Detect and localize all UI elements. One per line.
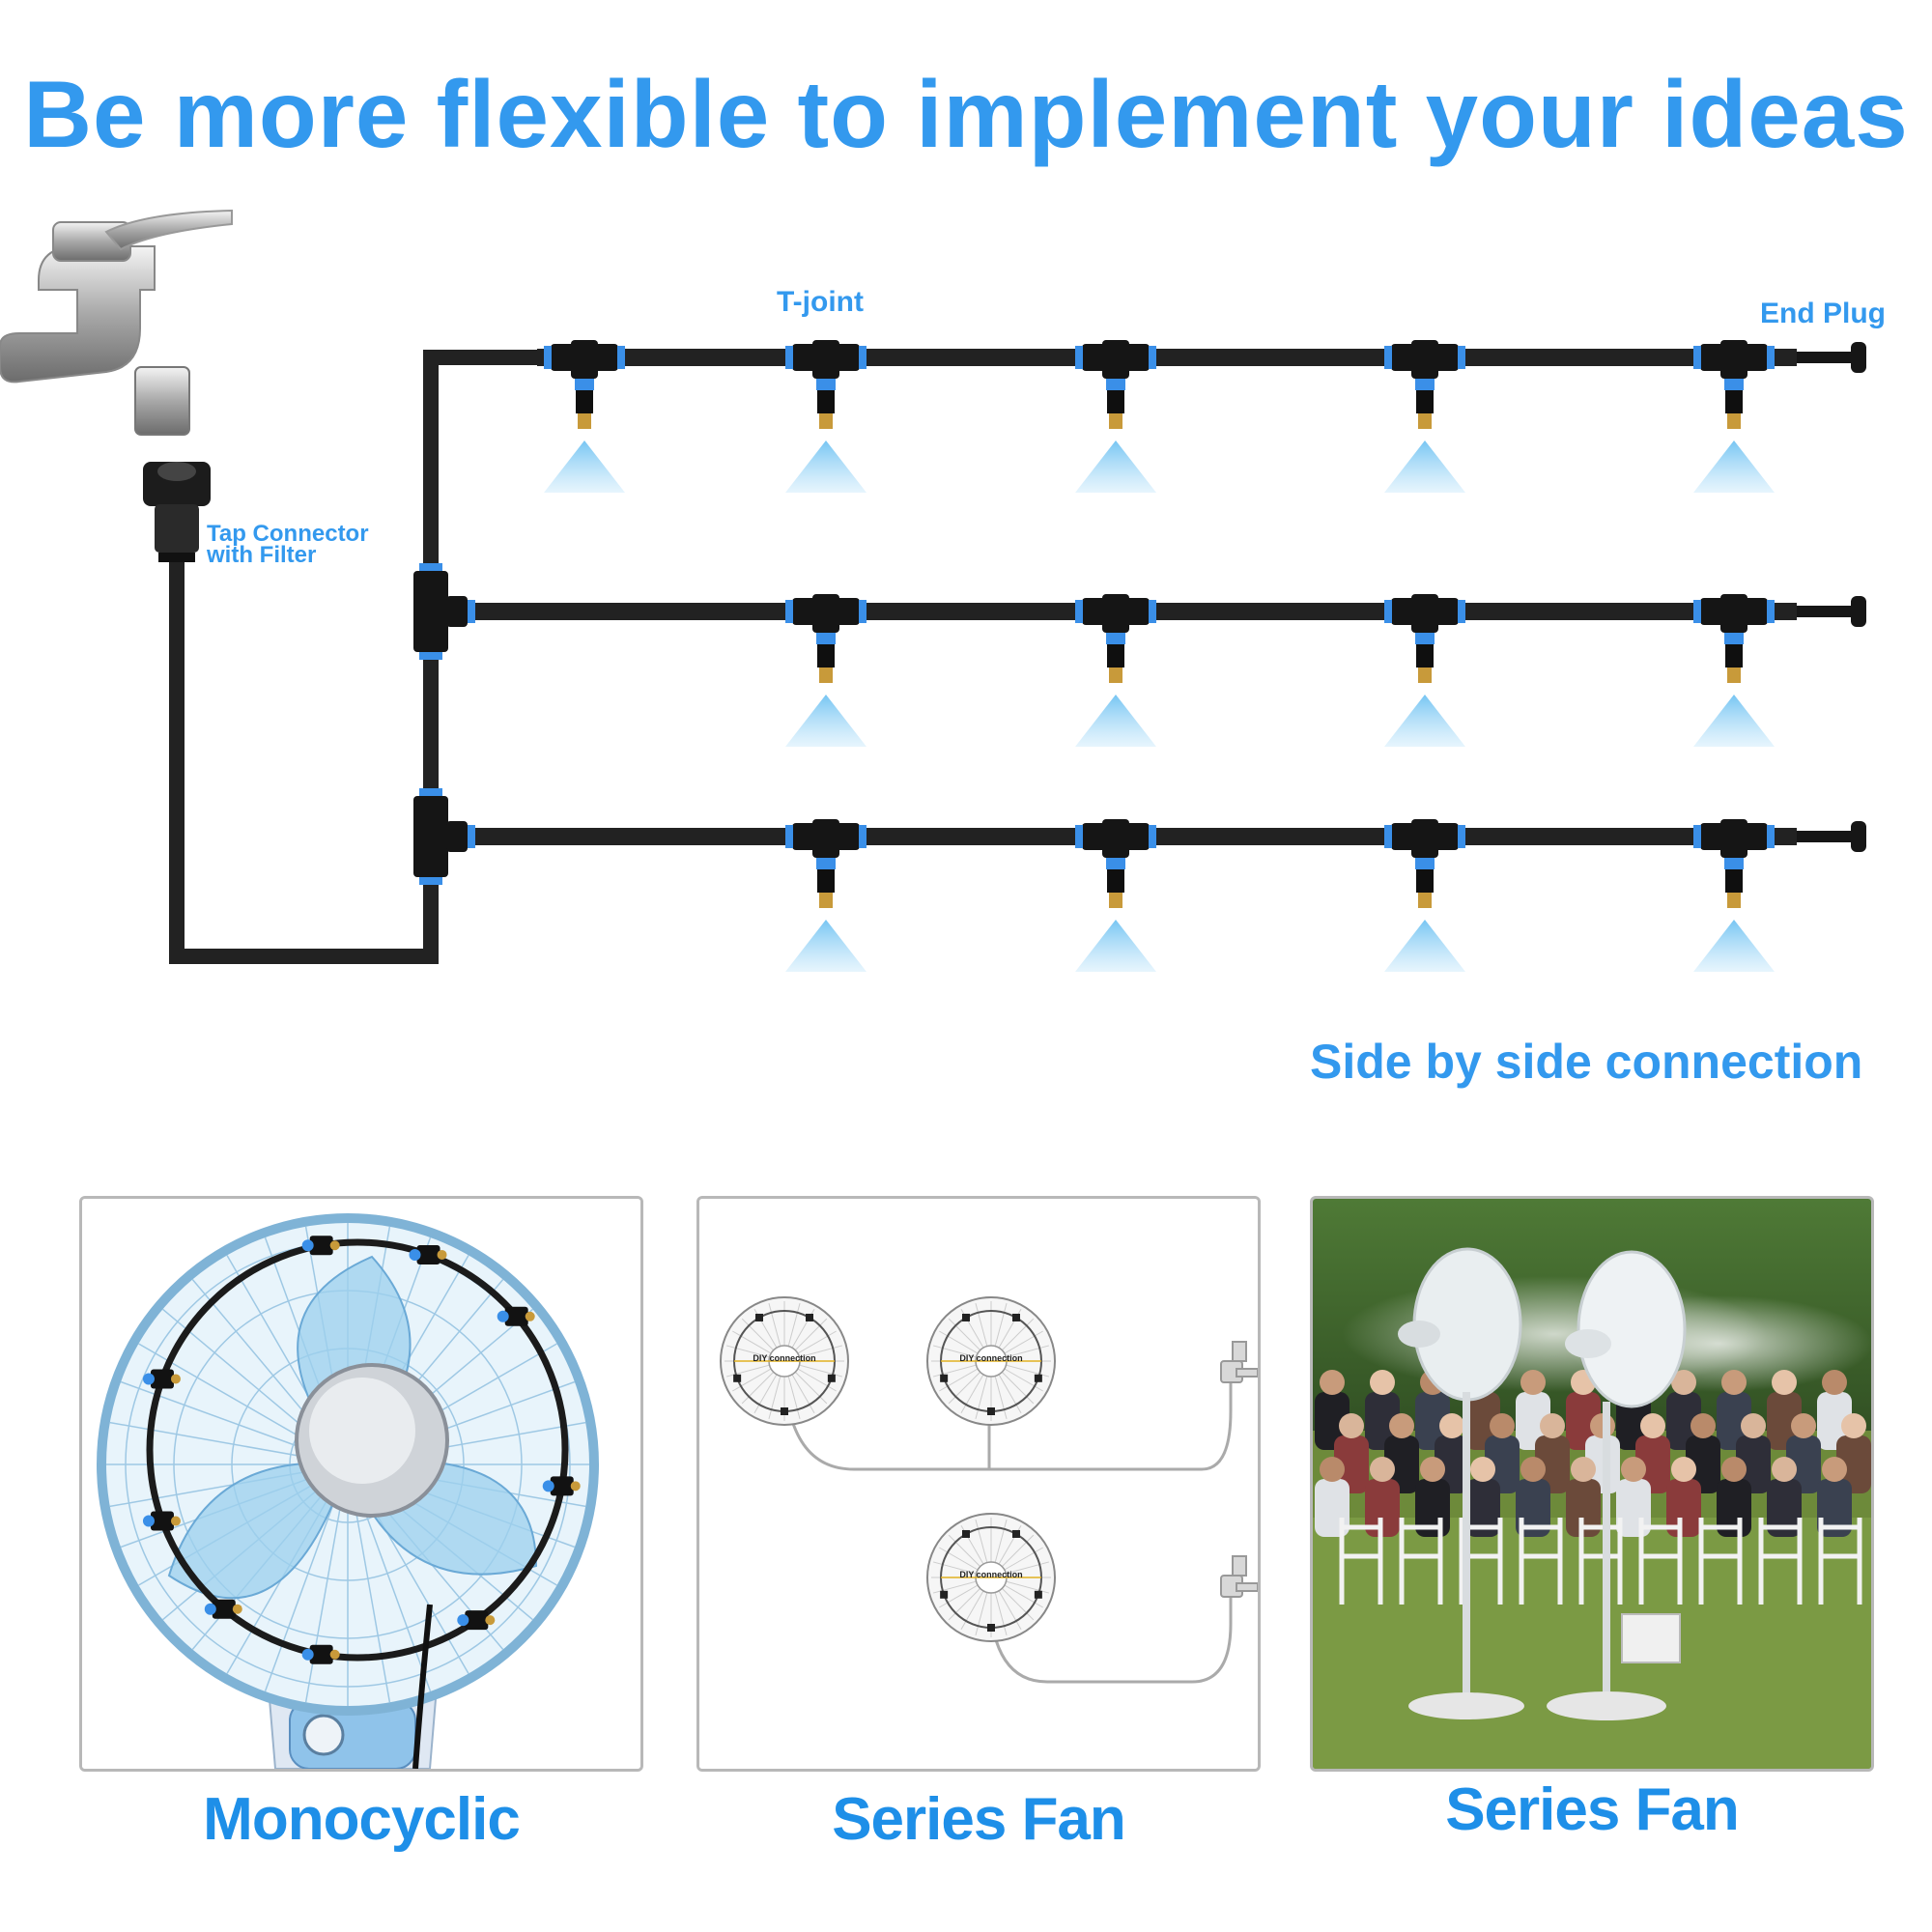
branch-t-joint-icon bbox=[413, 788, 475, 885]
caption-series-fan-2: Series Fan bbox=[1445, 1776, 1740, 1843]
mist-spray bbox=[1693, 695, 1775, 747]
ring-t-joint-icon bbox=[497, 1306, 535, 1326]
t-joint-icon bbox=[1693, 819, 1775, 908]
t-joint-icon bbox=[785, 819, 867, 908]
mist-spray bbox=[1384, 920, 1465, 972]
end-plug-label: End Plug bbox=[1760, 298, 1886, 329]
standing-fan-icon bbox=[1547, 1250, 1687, 1720]
ring-t-joint-icon bbox=[301, 1236, 340, 1256]
tap-connector-with-filter-label: Tap Connector with Filter bbox=[207, 521, 369, 568]
ring-t-joint-icon bbox=[409, 1244, 447, 1264]
mist-spray bbox=[1693, 920, 1775, 972]
outdoor-event-photo bbox=[1313, 1199, 1871, 1769]
mist-spray bbox=[785, 695, 867, 747]
misting-system-diagram bbox=[0, 209, 1866, 972]
tap-connector-icon bbox=[143, 462, 211, 562]
t-joint-icon bbox=[1075, 340, 1156, 429]
ring-t-joint-icon bbox=[204, 1599, 242, 1619]
ring-t-joint-icon bbox=[301, 1644, 340, 1664]
ring-t-joint-icon bbox=[142, 1369, 181, 1389]
headline: Be more flexible to implement your ideas bbox=[23, 61, 1909, 167]
mist-spray bbox=[1693, 440, 1775, 493]
ring-t-joint-icon bbox=[457, 1610, 496, 1631]
tap-connector-label-line1: Tap Connector bbox=[207, 521, 369, 547]
fan-label-3: DIY connection bbox=[959, 1570, 1022, 1579]
t-joint-icon bbox=[1384, 819, 1465, 908]
fan-label-1: DIY connection bbox=[753, 1353, 815, 1363]
mist-spray bbox=[544, 440, 625, 493]
fan-label-2: DIY connection bbox=[959, 1353, 1022, 1363]
panel-series-fan-diagram: DIY connection DIY connection DIY connec… bbox=[696, 1196, 1261, 1772]
end-plug-icon bbox=[1797, 596, 1866, 627]
caption-monocyclic: Monocyclic bbox=[203, 1786, 521, 1853]
t-joint-icon bbox=[1693, 594, 1775, 683]
fan-with-ring-image bbox=[82, 1199, 640, 1769]
mist-spray bbox=[1075, 920, 1156, 972]
panel-monocyclic bbox=[79, 1196, 643, 1772]
series-fan-diagram: DIY connection DIY connection DIY connec… bbox=[699, 1199, 1258, 1769]
supply-hose bbox=[169, 350, 537, 964]
branch-t-joint-icon bbox=[413, 563, 475, 660]
mist-spray bbox=[1384, 695, 1465, 747]
tap-connector-label-line2: with Filter bbox=[207, 542, 317, 568]
mist-spray bbox=[1384, 440, 1465, 493]
fan-outline-icon bbox=[926, 1296, 1056, 1426]
end-plug-icon bbox=[1797, 342, 1866, 373]
mist-spray bbox=[785, 920, 867, 972]
spray-lines bbox=[413, 340, 1866, 972]
t-joint-icon bbox=[1384, 340, 1465, 429]
caption-series-fan-1: Series Fan bbox=[832, 1786, 1126, 1853]
t-joint-icon bbox=[1075, 594, 1156, 683]
side-by-side-label: Side by side connection bbox=[1310, 1035, 1863, 1089]
standing-fan-icon bbox=[1398, 1247, 1524, 1719]
panel-outdoor-photo bbox=[1310, 1196, 1874, 1772]
t-joint-icon bbox=[785, 594, 867, 683]
t-joint-icon bbox=[1384, 594, 1465, 683]
t-joint-icon bbox=[785, 340, 867, 429]
t-joint-icon bbox=[1693, 340, 1775, 429]
mist-spray bbox=[785, 440, 867, 493]
ring-t-joint-icon bbox=[142, 1511, 181, 1531]
end-plug-icon bbox=[1797, 821, 1866, 852]
t-joint-icon bbox=[544, 340, 625, 429]
mist-spray bbox=[1075, 440, 1156, 493]
fan-outline-icon bbox=[926, 1513, 1056, 1642]
mist-spray bbox=[1075, 695, 1156, 747]
fan-outline-icon bbox=[720, 1296, 849, 1426]
faucet-icon bbox=[1220, 1341, 1258, 1598]
ring-t-joint-icon bbox=[542, 1476, 581, 1496]
t-joint-icon bbox=[1075, 819, 1156, 908]
t-joint-label: T-joint bbox=[777, 286, 864, 318]
faucet-icon bbox=[0, 209, 233, 436]
